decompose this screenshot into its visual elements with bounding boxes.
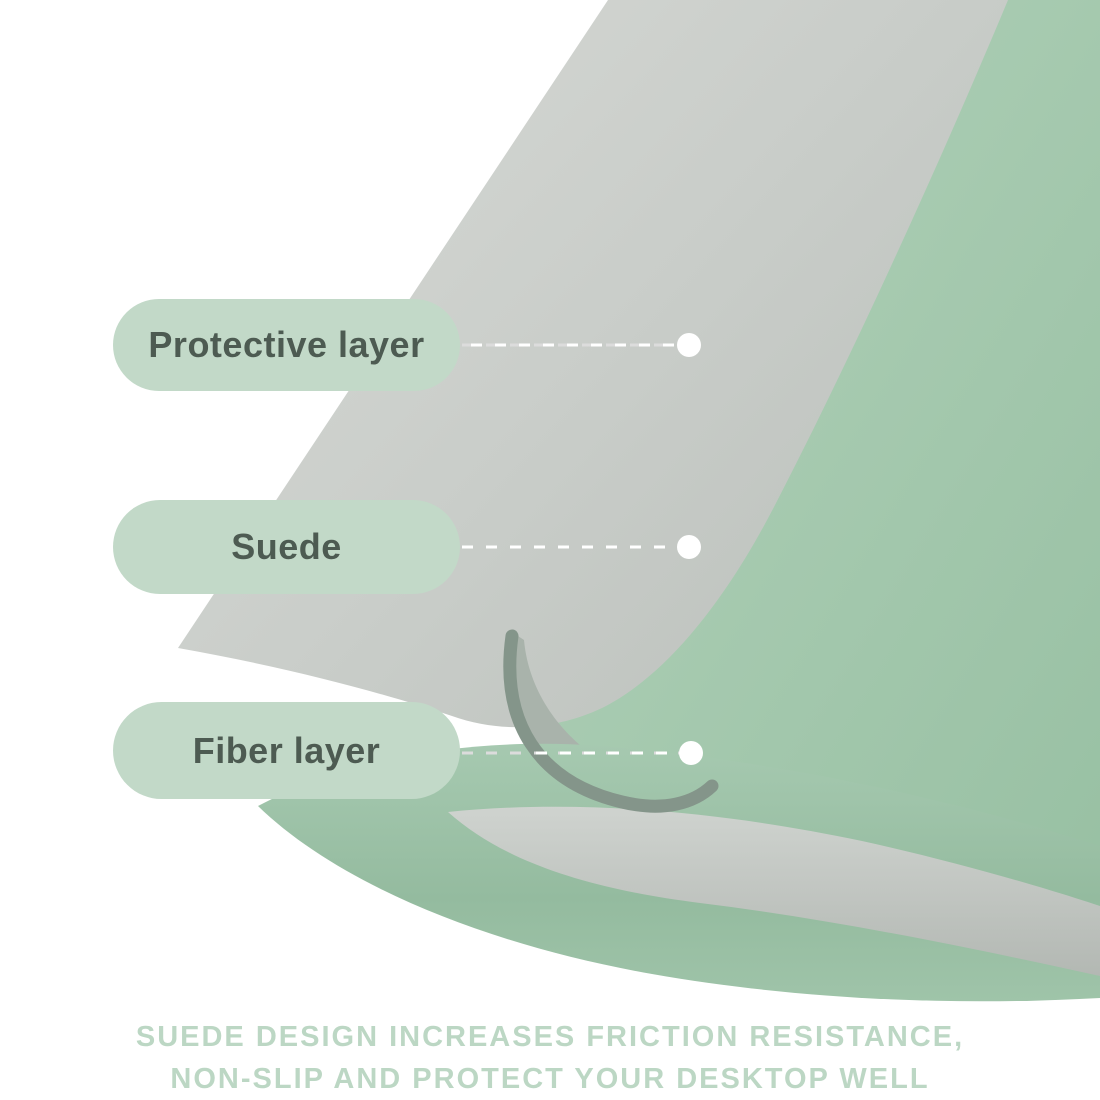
callout-label-suede: Suede [231,526,342,567]
callout-dot-1 [677,333,701,357]
callout-suede: Suede [113,500,460,594]
callout-label-fiber-layer: Fiber layer [192,729,381,771]
callout-protective-layer: Protective layer [113,299,460,391]
mat-fiber-edge [503,629,719,813]
callout-fiber-layer: Fiber layer [113,702,460,799]
caption-line-2: NON-SLIP AND PROTECT YOUR DESKTOP WELL [170,1063,930,1096]
callout-label-protective-layer: Protective layer [148,324,425,365]
caption: SUEDE DESIGN INCREASES FRICTION RESISTAN… [0,1016,1100,1100]
callout-dot-2 [677,535,701,559]
caption-line-1: SUEDE DESIGN INCREASES FRICTION RESISTAN… [135,1021,965,1053]
mat-suede-underside [448,806,1100,976]
callout-dot-3 [679,741,703,765]
